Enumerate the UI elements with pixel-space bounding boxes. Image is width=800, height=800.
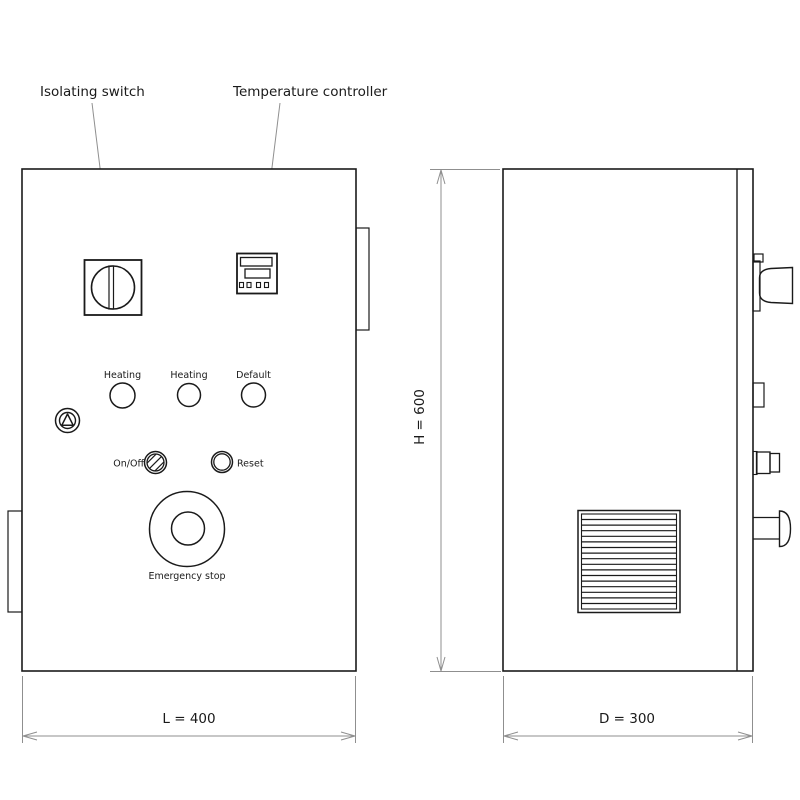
cabinet-side-body — [502, 168, 754, 672]
dimension-length: L = 400 — [22, 676, 356, 743]
length-dimension-label: L = 400 — [162, 711, 215, 727]
controller-button-icon — [246, 281, 252, 289]
selector-hatch-icon — [147, 454, 164, 471]
isolating-switch-symbol — [83, 259, 143, 316]
grille-louvers-icon — [582, 518, 676, 605]
cabinet-front-panel — [21, 168, 357, 672]
mounting-bracket-right — [355, 227, 370, 331]
lamp-side-profile — [752, 382, 765, 408]
controller-button-icon — [238, 281, 245, 289]
side-view — [502, 168, 794, 672]
selector-side-knob — [752, 450, 781, 476]
isolating-switch-side-knob — [752, 253, 794, 312]
on-off-label: On/Off — [113, 459, 144, 470]
reset-button: Reset — [210, 450, 264, 474]
temperature-controller-callout-label: Temperature controller — [232, 84, 388, 100]
default-lamp-label: Default — [236, 370, 271, 381]
controller-button-icon — [263, 281, 270, 289]
buzzer-symbol — [54, 407, 81, 434]
emergency-stop-button: Emergency stop — [148, 490, 226, 582]
height-dimension-label: H = 600 — [412, 389, 428, 445]
emergency-stop-side-knob — [753, 510, 792, 548]
on-off-selector: On/Off — [113, 450, 168, 475]
heating-lamp-label-1: Heating — [104, 370, 141, 381]
isolating-switch-callout-label: Isolating switch — [40, 84, 145, 100]
mounting-bracket-left — [7, 510, 23, 613]
temperature-controller-symbol — [236, 252, 278, 295]
indicator-lamps: Heating Heating Default — [104, 370, 271, 409]
dimension-height: H = 600 — [412, 169, 501, 672]
heating-lamp-2 — [176, 382, 202, 408]
reset-label: Reset — [237, 459, 264, 470]
default-lamp — [240, 382, 267, 408]
heating-lamp-label-2: Heating — [170, 370, 207, 381]
emergency-stop-label: Emergency stop — [148, 571, 225, 582]
depth-dimension-label: D = 300 — [599, 711, 655, 727]
front-view: Heating Heating Default On/Off — [7, 168, 370, 672]
dimension-depth: D = 300 — [503, 676, 753, 743]
controller-button-icon — [255, 281, 262, 289]
triangle-icon — [61, 413, 74, 427]
vent-grille — [577, 509, 681, 614]
heating-lamp-1 — [109, 382, 136, 409]
